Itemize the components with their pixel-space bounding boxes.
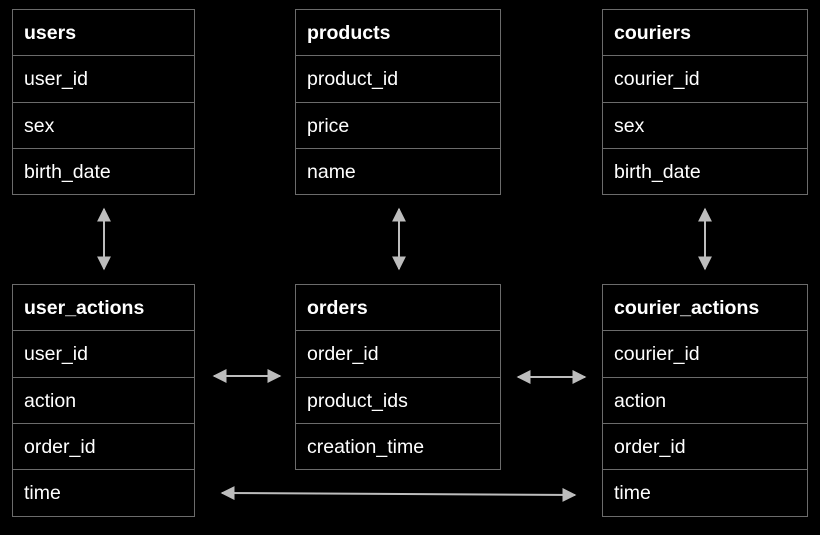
field-courier-id: courier_id <box>603 331 807 378</box>
arrow-user-actions-courier-actions <box>220 486 577 502</box>
field-order-id: order_id <box>13 424 194 471</box>
field-name: name <box>307 160 356 183</box>
field-user-id: user_id <box>13 331 194 378</box>
field-product-id: product_id <box>296 56 500 103</box>
table-users: users user_id sex birth_date <box>12 9 195 195</box>
table-title-courier-actions: courier_actions <box>603 285 807 332</box>
table-title-products: products <box>296 10 500 57</box>
table-products: products product_id price name <box>295 9 501 195</box>
field-order-id: order_id <box>603 424 807 471</box>
table-courier-actions: courier_actions courier_id action order_… <box>602 284 808 517</box>
field-product-ids: product_ids <box>296 378 500 424</box>
field-sex: sex <box>13 103 194 149</box>
field-time: time <box>614 482 651 505</box>
table-title-couriers: couriers <box>603 10 807 57</box>
field-user-id: user_id <box>13 56 194 103</box>
field-action: action <box>603 378 807 424</box>
field-birth-date: birth_date <box>614 160 701 183</box>
table-user-actions: user_actions user_id action order_id tim… <box>12 284 195 517</box>
table-title-users: users <box>13 10 194 57</box>
table-couriers: couriers courier_id sex birth_date <box>602 9 808 195</box>
field-birth-date: birth_date <box>24 160 111 183</box>
table-title-user-actions: user_actions <box>13 285 194 332</box>
field-price: price <box>296 103 500 149</box>
field-sex: sex <box>603 103 807 149</box>
field-action: action <box>13 378 194 424</box>
field-order-id: order_id <box>296 331 500 378</box>
field-creation-time: creation_time <box>307 435 425 458</box>
field-courier-id: courier_id <box>603 56 807 103</box>
table-title-orders: orders <box>296 285 500 332</box>
table-orders: orders order_id product_ids creation_tim… <box>295 284 501 470</box>
field-time: time <box>24 482 61 505</box>
